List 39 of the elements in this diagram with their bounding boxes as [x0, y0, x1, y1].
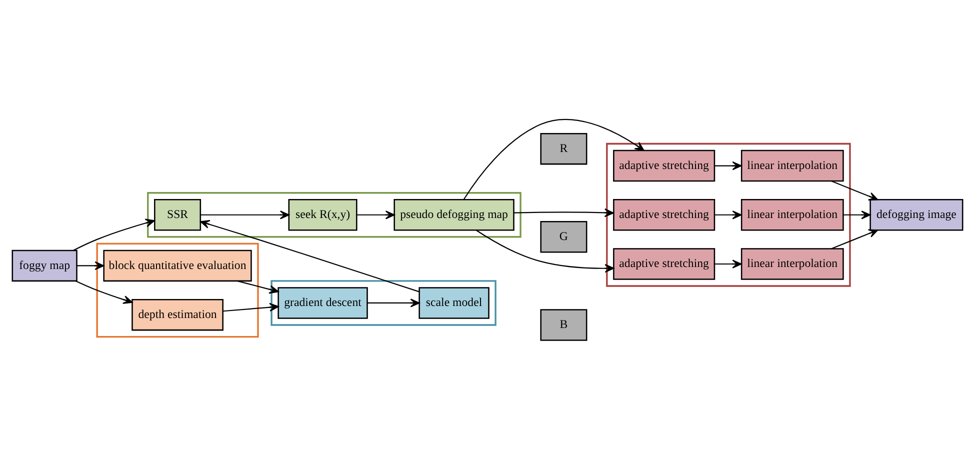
arrow [75, 280, 133, 304]
cluster [270, 280, 496, 326]
arrow [237, 280, 279, 294]
node-box: linear interpolation [740, 198, 844, 230]
arrow [222, 302, 279, 312]
arrow [831, 228, 878, 249]
arrow [200, 219, 420, 292]
node-box: seek R(x,y) [288, 198, 358, 230]
node-box: pseudo defogging map [394, 198, 514, 230]
arrow [463, 118, 644, 200]
node-box: foggy map [12, 249, 78, 282]
arrow [831, 180, 878, 200]
node-box: SSR [154, 198, 202, 230]
arrow [368, 298, 420, 307]
arrow [843, 210, 871, 219]
arrow [714, 210, 742, 219]
arrow [200, 210, 290, 219]
arrow [714, 259, 742, 268]
node-box: R [540, 132, 588, 164]
node-box: linear interpolation [740, 248, 844, 280]
node-box: block quantitative evaluation [103, 249, 252, 282]
cluster [147, 192, 522, 238]
node-box: B [540, 308, 588, 340]
arrow [514, 208, 614, 217]
node-box: adaptive stretching [613, 149, 716, 182]
arrow [714, 160, 742, 170]
node-box: depth estimation [132, 298, 224, 330]
node-box: defogging image [870, 198, 964, 230]
node-box: gradient descent [278, 286, 368, 318]
arrow [356, 210, 395, 219]
arrow [476, 229, 614, 272]
arrow [73, 218, 155, 250]
node-box: scale model [418, 286, 490, 318]
node-box: G [540, 220, 588, 252]
arrow [76, 260, 104, 270]
node-box: linear interpolation [740, 149, 844, 182]
cluster [96, 242, 259, 338]
node-box: adaptive stretching [613, 198, 716, 230]
node-box: adaptive stretching [613, 248, 716, 280]
